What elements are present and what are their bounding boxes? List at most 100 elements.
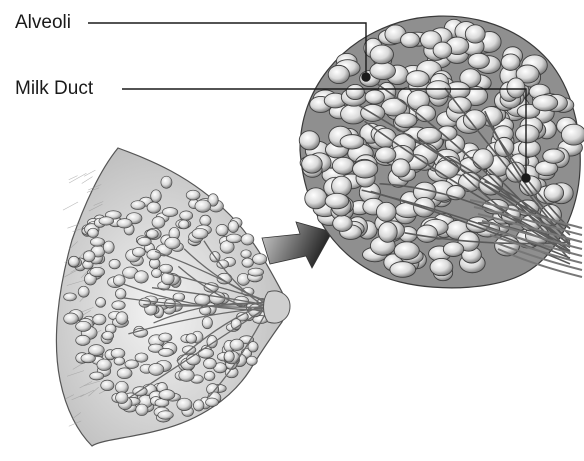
alveolus <box>195 200 211 212</box>
alveolus <box>90 372 104 380</box>
alveolus <box>138 237 152 246</box>
alveoli-leader-line <box>88 23 366 75</box>
alveolus <box>103 241 114 253</box>
alveolus <box>299 131 319 150</box>
alveolus <box>117 219 132 228</box>
breast-cross-section <box>56 148 290 446</box>
alveolus <box>332 157 354 174</box>
alveolus <box>406 71 429 87</box>
alveolus <box>376 202 396 221</box>
alveolus <box>112 301 125 310</box>
alveolus <box>394 242 419 260</box>
alveolus <box>90 238 104 247</box>
alveolus <box>96 298 106 308</box>
alveolus <box>186 334 197 344</box>
nipple <box>264 291 291 323</box>
alveolus <box>114 357 125 365</box>
alveolus <box>149 363 164 375</box>
alveolus <box>241 250 251 258</box>
alveolus <box>180 211 193 220</box>
alveolus <box>353 160 378 178</box>
alveolus <box>333 215 353 231</box>
alveolus <box>246 356 257 365</box>
zoom-arrow-icon <box>262 222 332 268</box>
alveolus <box>230 339 244 350</box>
alveolus <box>433 42 452 58</box>
alveolus <box>158 411 173 420</box>
alveolus <box>64 313 79 324</box>
alveolus <box>113 275 125 286</box>
alveolus <box>543 149 565 163</box>
alveolus <box>465 25 485 43</box>
alveolus <box>248 342 258 352</box>
alveolus <box>390 262 416 278</box>
alveolus <box>147 202 160 213</box>
alveolus <box>375 147 395 163</box>
alveolus <box>325 193 349 208</box>
alveolus <box>328 65 349 83</box>
alveolus <box>146 230 158 239</box>
alveolus <box>132 247 145 256</box>
alveolus <box>179 220 189 229</box>
alveolus <box>473 149 494 169</box>
alveolus <box>401 32 420 47</box>
alveoli-label: Alveoli <box>15 13 71 32</box>
alveolus <box>544 184 564 202</box>
milk-duct-pointer-dot <box>522 174 530 182</box>
alveolus <box>226 234 242 243</box>
alveolus <box>134 271 148 283</box>
alveolus <box>76 321 91 331</box>
alveolus <box>435 160 458 179</box>
alveolus <box>81 354 95 363</box>
alveolus <box>131 201 145 210</box>
alveolus <box>507 78 525 98</box>
alveolus <box>370 62 396 80</box>
alveolus <box>370 45 393 64</box>
alveolus <box>90 267 105 276</box>
alveolus <box>391 159 410 177</box>
alveolus <box>165 237 180 249</box>
milk-duct-label: Milk Duct <box>15 79 93 98</box>
magnified-lobule <box>299 16 584 288</box>
alveolus <box>305 188 327 209</box>
alveolus <box>346 84 364 99</box>
alveolus <box>186 190 200 200</box>
alveolus <box>109 259 120 269</box>
alveolus <box>253 254 267 265</box>
alveolus <box>88 228 99 237</box>
alveolus <box>177 398 192 410</box>
alveolus <box>135 353 148 362</box>
alveolus <box>340 135 364 149</box>
alveolus <box>561 124 584 145</box>
alveolus <box>430 258 453 275</box>
alveolus <box>248 268 264 276</box>
alveolus <box>83 251 95 262</box>
alveolus <box>202 317 212 329</box>
alveolus <box>443 242 463 257</box>
alveoli-pointer-dot <box>362 73 370 81</box>
alveolus <box>159 348 174 356</box>
alveolus <box>78 286 89 297</box>
alveolus <box>139 298 151 307</box>
alveolus <box>533 95 558 111</box>
alveolus <box>162 207 177 216</box>
alveolus <box>365 90 384 104</box>
alveolus <box>193 400 204 411</box>
alveolus <box>159 390 175 400</box>
alveolus <box>116 392 128 404</box>
alveolus <box>501 54 520 70</box>
alveolus <box>204 371 215 381</box>
alveolus <box>395 113 417 128</box>
alveolus <box>116 312 128 325</box>
alveolus <box>147 249 161 260</box>
alveolus <box>102 331 114 340</box>
alveolus <box>302 155 323 173</box>
alveolus <box>93 314 106 325</box>
alveolus <box>179 369 194 381</box>
alveolus <box>203 358 216 369</box>
alveolus <box>206 398 219 407</box>
alveolus <box>161 176 172 188</box>
alveolus <box>378 222 397 242</box>
